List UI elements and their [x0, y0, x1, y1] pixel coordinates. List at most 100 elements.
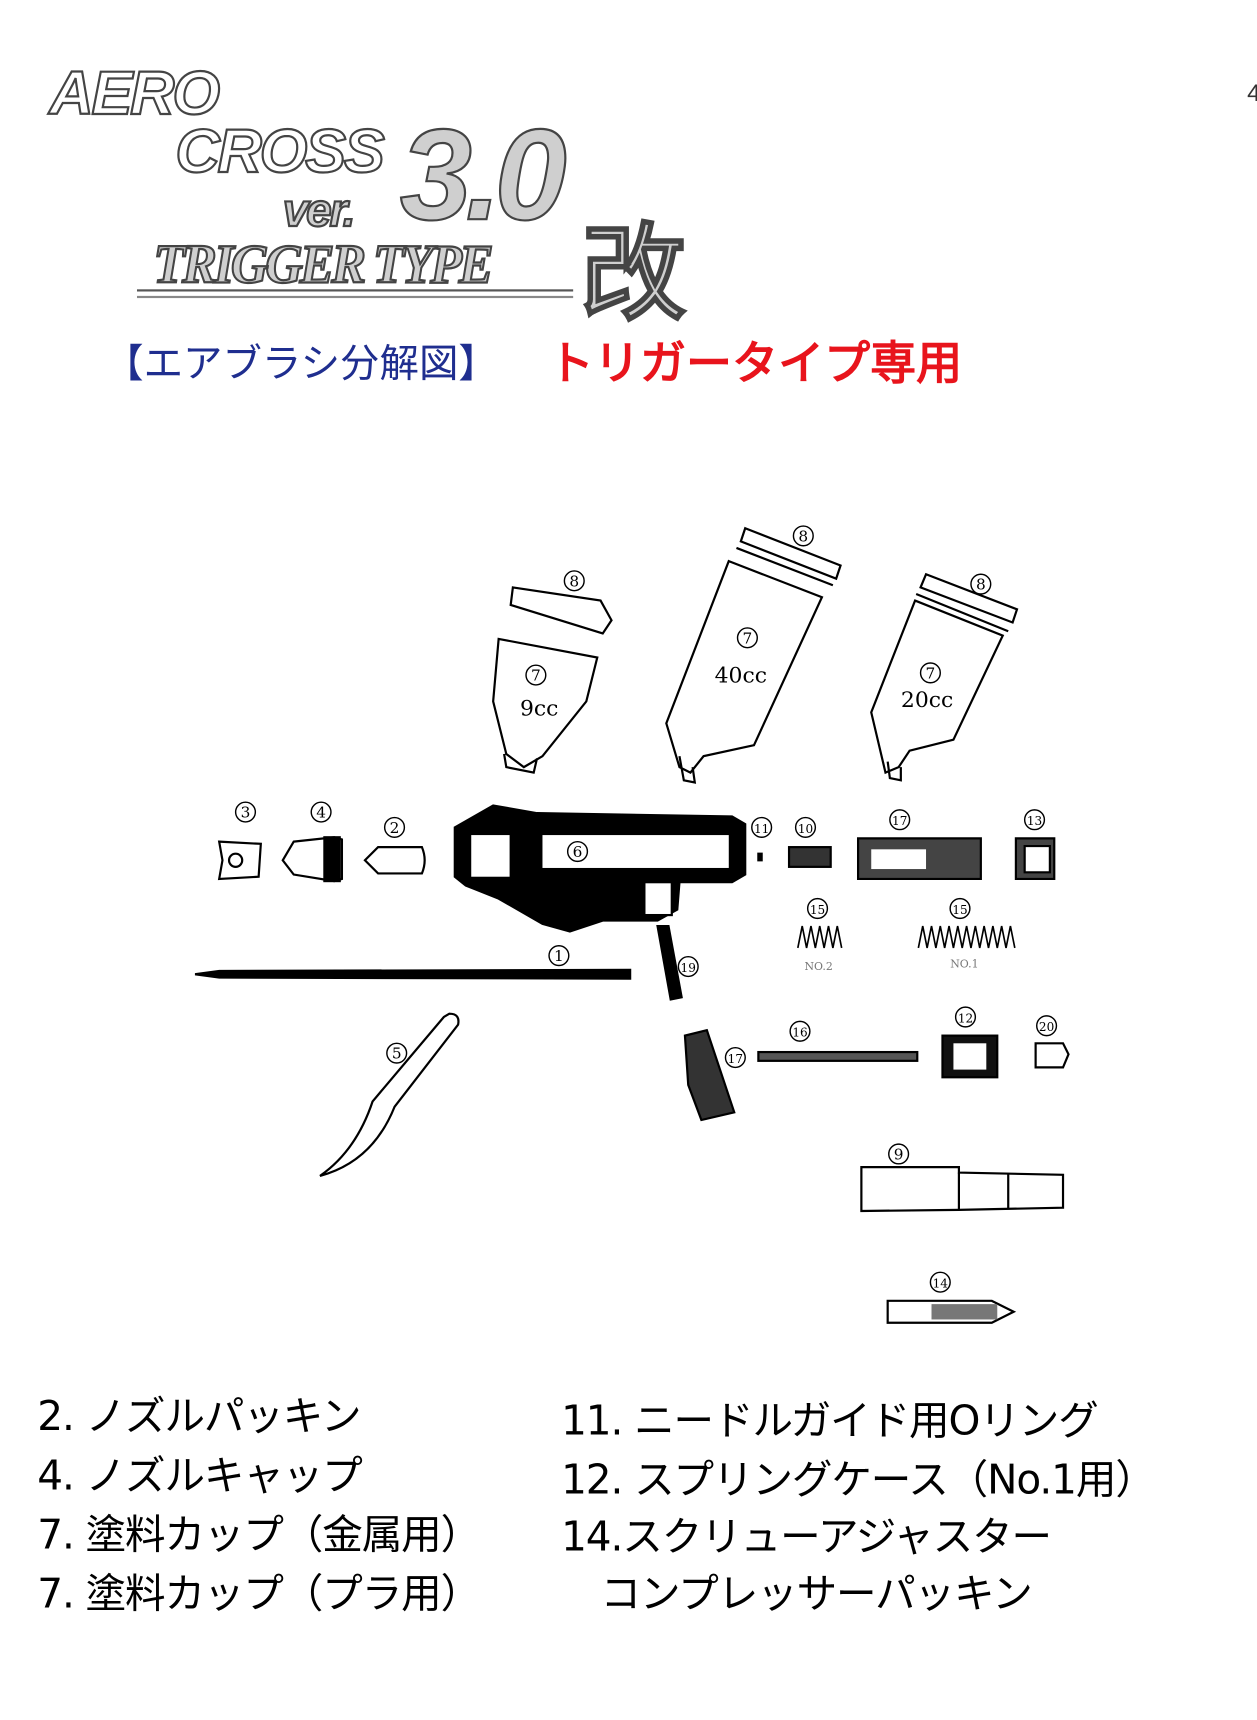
cup-9cc — [492, 637, 599, 774]
legend-item: 11. ニードルガイド用Oリング — [561, 1397, 1099, 1445]
callout-label: 8 — [569, 572, 579, 590]
logo-aero: AERO — [48, 57, 221, 128]
callout-label: 9cc — [520, 697, 558, 722]
callout-circle — [751, 816, 773, 838]
part-number-callout: 4 — [310, 801, 332, 823]
cup-20cc — [870, 599, 1005, 782]
legend-item: 7. 塗料カップ（金属用） — [37, 1511, 481, 1559]
cup-lid-small — [509, 586, 613, 635]
callout-circle — [929, 1271, 951, 1293]
logo-trigger-type: TRIGGER TYPE — [152, 232, 494, 296]
callout-label: 10 — [798, 822, 813, 836]
callout-circle — [888, 1143, 910, 1165]
callout-circle — [525, 664, 547, 686]
part-number-callout: 9 — [888, 1143, 910, 1165]
part-number-callout: 2 — [383, 816, 406, 838]
callout-label: 17 — [728, 1052, 743, 1066]
legend-item: コンプレッサーパッキン — [561, 1570, 1033, 1618]
end-cap — [1014, 837, 1056, 881]
callout-label: 3 — [241, 804, 251, 822]
part-number-callout: 10 — [794, 816, 817, 838]
part-number-callout: 15 — [949, 897, 971, 920]
callout-label: 16 — [792, 1026, 807, 1040]
callout-label: 12 — [958, 1011, 973, 1025]
callout-label: 7 — [926, 664, 936, 682]
logo-cross: CROSS — [174, 115, 386, 186]
logo-version: 3.0 — [399, 102, 568, 249]
callout-label: 20cc — [901, 688, 953, 713]
legend-item: 2. ノズルパッキン — [37, 1392, 361, 1441]
callout-circle — [386, 1042, 408, 1064]
legend-item: 12. スプリングケース（No.1用） — [561, 1456, 1156, 1504]
nozzle-packing — [363, 846, 426, 875]
callout-label: 8 — [976, 576, 986, 594]
callout-circle — [677, 956, 699, 978]
part-caption: NO.2 — [804, 960, 832, 973]
spring-no2 — [797, 925, 843, 949]
handle — [860, 1166, 1065, 1213]
callout-circle — [889, 809, 911, 831]
cup-lid-20cc — [915, 572, 1019, 633]
trigger-lever — [319, 1012, 460, 1177]
callout-circle — [919, 662, 941, 684]
callout-circle — [1023, 809, 1046, 831]
callout-circle — [792, 525, 814, 547]
part-number-callout: 11 — [751, 816, 773, 838]
callout-label: NO.1 — [950, 958, 978, 971]
callout-circle — [383, 816, 406, 838]
part-number-callout: 1 — [548, 945, 570, 967]
callout-circle — [794, 816, 817, 838]
part-number-callout: 13 — [1023, 809, 1046, 831]
callout-label: 7 — [743, 629, 753, 647]
needle-guide — [787, 846, 832, 868]
callout-label: 19 — [681, 961, 696, 975]
trigger-only-label: トリガータイプ専用 — [547, 336, 963, 391]
part-number-callout: 8 — [563, 570, 585, 592]
page-corner-mark: 4 — [1247, 79, 1257, 107]
callout-circle — [563, 570, 585, 592]
part-number-callout: 19 — [677, 956, 699, 978]
callout-circle — [954, 1006, 977, 1028]
part-number-callout: 7 — [736, 627, 758, 649]
needle — [194, 968, 632, 980]
callout-circle — [949, 897, 971, 920]
trigger-rod — [656, 924, 683, 1001]
cup-40cc — [665, 559, 824, 784]
callout-label: 15 — [810, 903, 825, 917]
spring-no1 — [917, 925, 1016, 949]
part-number-callout: 7 — [525, 664, 547, 686]
callout-label: 8 — [798, 527, 808, 545]
part-number-callout: 7 — [919, 662, 941, 684]
callout-circle — [970, 573, 992, 595]
callout-circle — [548, 945, 570, 967]
logo-ver: ver. — [282, 183, 357, 237]
callout-label: 7 — [531, 667, 541, 685]
part-number-callout: 14 — [929, 1271, 951, 1293]
legend-item: 4. ノズルキャップ — [37, 1452, 363, 1500]
callout-label: 14 — [933, 1277, 949, 1291]
part-number-callout: 17 — [889, 809, 911, 831]
callout-label: NO.2 — [804, 960, 832, 973]
part-number-callout: 17 — [724, 1046, 746, 1069]
callout-label: 11 — [754, 822, 769, 836]
diagram-title: 【エアブラシ分解図】 — [104, 341, 498, 387]
callout-label: 15 — [952, 903, 967, 917]
chuck — [1034, 1042, 1070, 1069]
callout-label: 9 — [894, 1145, 904, 1163]
part-number-callout: 20 — [1036, 1015, 1058, 1037]
o-ring — [757, 852, 763, 862]
nozzle-guard — [217, 840, 262, 881]
callout-label: 6 — [573, 843, 583, 861]
legend-item: 14.スクリューアジャスター — [561, 1513, 1052, 1561]
part-number-callout: 6 — [566, 840, 589, 863]
part-number-callout: 12 — [954, 1006, 977, 1028]
part-number-callout: 8 — [970, 573, 992, 595]
cup-lid-40cc — [736, 526, 842, 587]
part-number-callout: 3 — [234, 801, 257, 823]
part-caption: 9cc — [520, 697, 558, 722]
callout-circle — [566, 840, 589, 863]
callout-circle — [1036, 1015, 1058, 1037]
part-number-callout: 16 — [789, 1020, 811, 1042]
